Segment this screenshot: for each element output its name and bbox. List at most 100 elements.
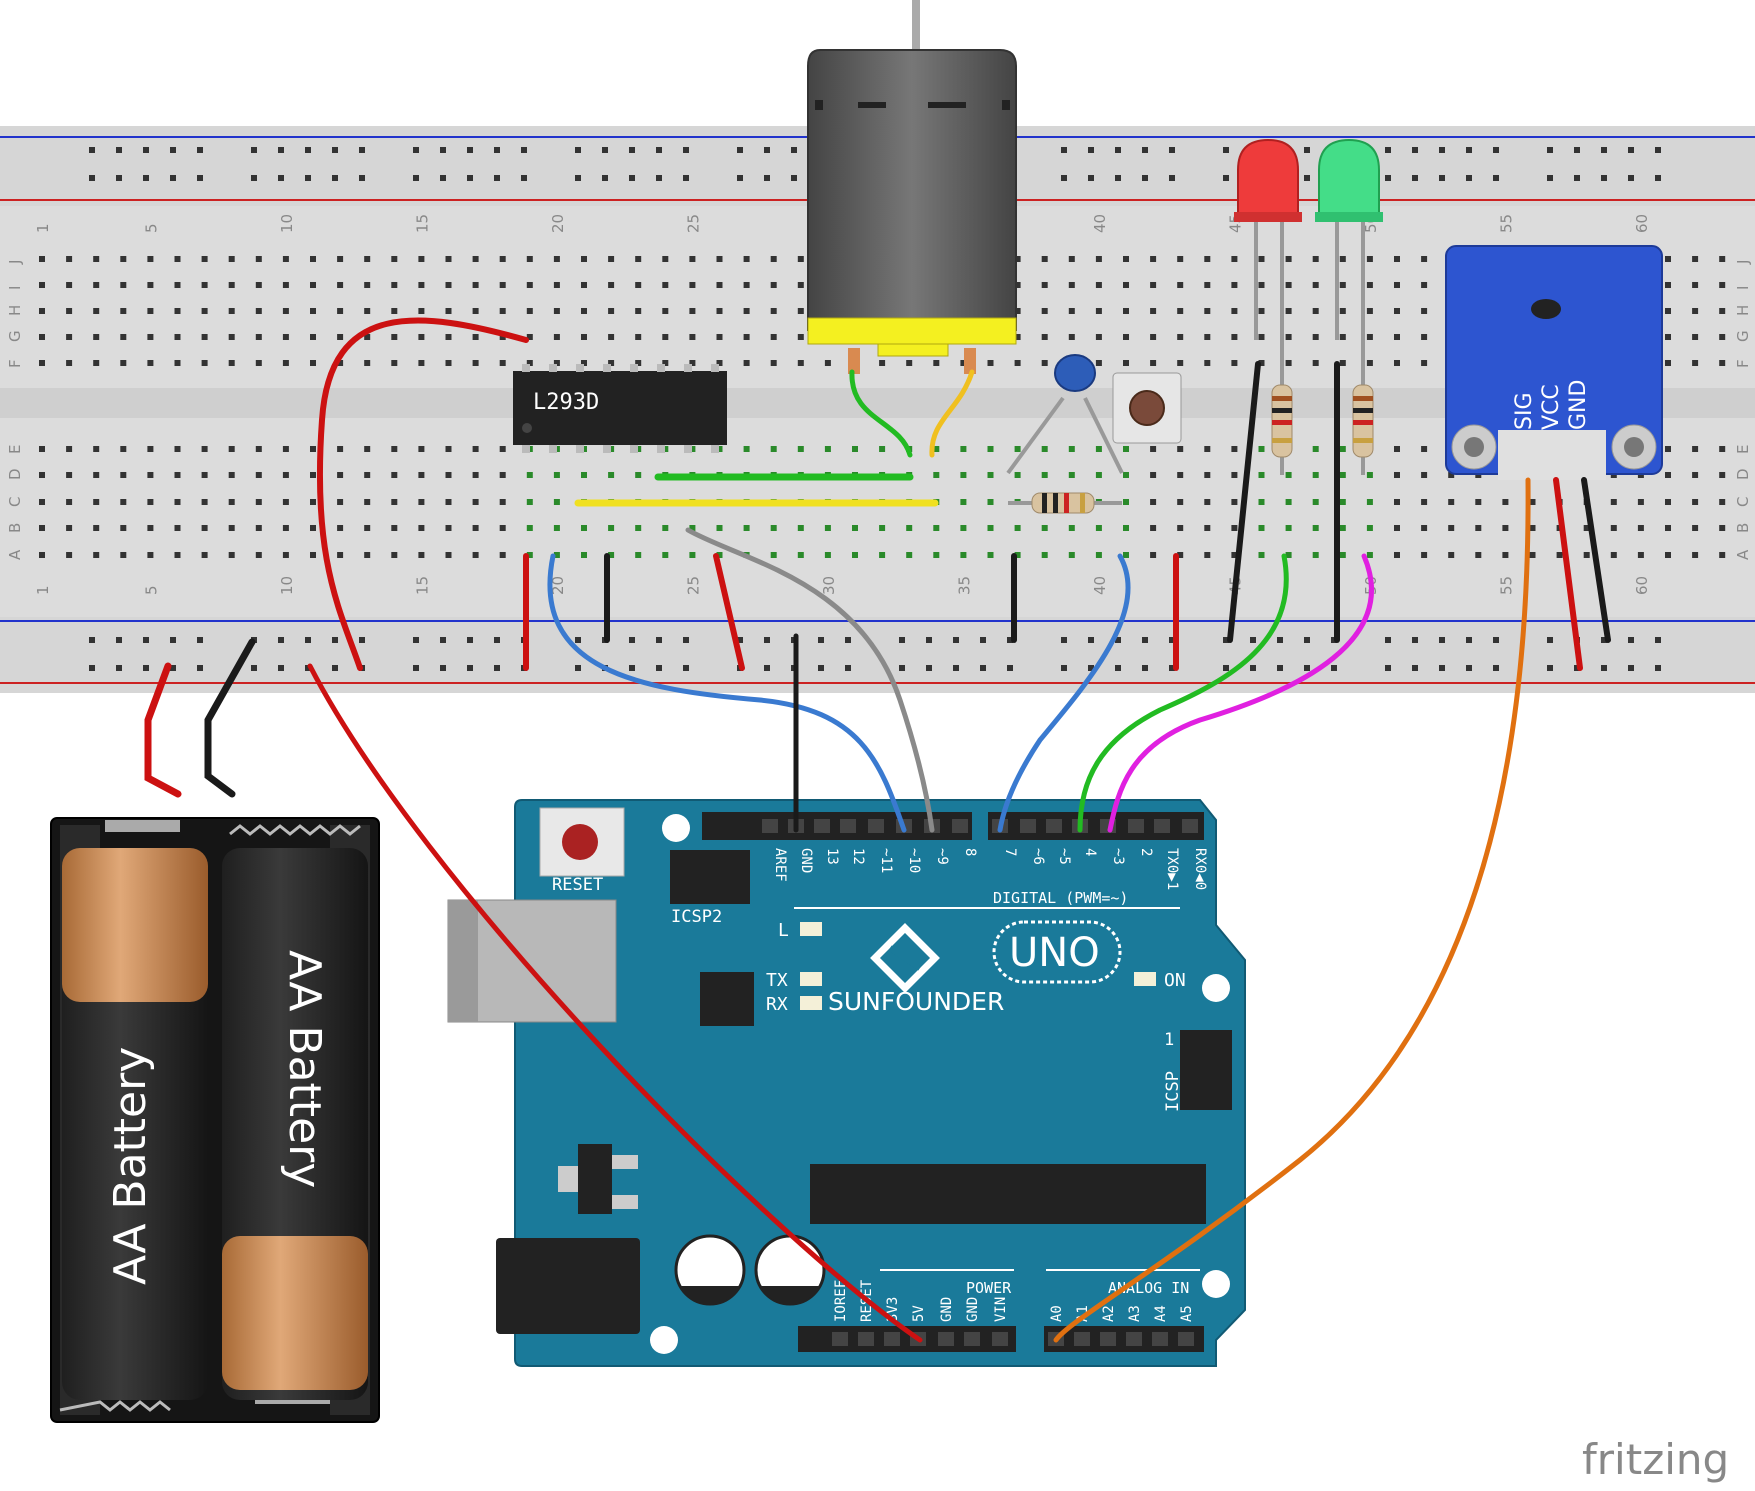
- header-socket[interactable]: [1152, 1332, 1168, 1346]
- header-socket[interactable]: [814, 819, 830, 833]
- resistor-red-led: [1271, 370, 1293, 475]
- breadboard-hole: [93, 360, 100, 366]
- mount-hole: [650, 1326, 678, 1354]
- breadboard-hole: [472, 472, 479, 478]
- breadboard-hole: [581, 308, 587, 314]
- column-label: 30: [820, 576, 838, 595]
- breadboard-hole: [1421, 360, 1428, 366]
- rail-hole: [1169, 665, 1175, 671]
- chip-pin: [522, 364, 530, 372]
- breadboard-hole: [662, 552, 669, 558]
- digital-pin-label: 2: [1138, 848, 1154, 856]
- rail-hole: [1223, 147, 1229, 153]
- rail-hole: [305, 665, 311, 671]
- breadboard-hole: [1258, 308, 1265, 314]
- header-socket[interactable]: [952, 819, 968, 833]
- breadboard-hole: [499, 308, 506, 314]
- breadboard-hole: [66, 334, 73, 340]
- breadboard-hole: [1258, 256, 1265, 262]
- reset-button-cap[interactable]: [562, 824, 598, 860]
- breadboard-hole: [1312, 446, 1319, 452]
- breadboard-hole: [93, 552, 100, 558]
- header-socket[interactable]: [964, 1332, 980, 1346]
- column-label: 60: [1633, 576, 1651, 595]
- breadboard-hole: [1095, 446, 1102, 452]
- breadboard-hole: [1068, 525, 1075, 531]
- header-socket[interactable]: [1128, 819, 1144, 833]
- breadboard-hole: [1014, 256, 1021, 262]
- reset-button[interactable]: [539, 807, 625, 877]
- rail-hole: [1655, 665, 1661, 671]
- header-socket[interactable]: [858, 1332, 874, 1346]
- breadboard-hole: [1339, 552, 1346, 558]
- rail-hole: [764, 637, 770, 643]
- breadboard-hole: [1366, 308, 1373, 314]
- breadboard-hole: [553, 525, 560, 531]
- rail-hole: [278, 175, 284, 181]
- header-socket[interactable]: [992, 1332, 1008, 1346]
- header-socket[interactable]: [868, 819, 884, 833]
- breadboard-hole: [255, 282, 262, 288]
- breadboard-hole: [553, 552, 560, 558]
- breadboard-hole: [391, 499, 398, 505]
- header-socket[interactable]: [1126, 1332, 1142, 1346]
- breadboard-hole: [1421, 256, 1428, 262]
- header-socket[interactable]: [832, 1332, 848, 1346]
- rail-hole: [1412, 175, 1418, 181]
- breadboard-hole: [526, 552, 533, 558]
- rail-hole: [926, 665, 932, 671]
- breadboard-hole: [797, 552, 804, 558]
- breadboard-hole: [1095, 334, 1102, 340]
- breadboard-hole: [282, 334, 289, 340]
- breadboard-hole: [1123, 308, 1129, 314]
- mount-hole: [1202, 974, 1230, 1002]
- breadboard-hole: [120, 499, 127, 505]
- rail-hole: [1007, 665, 1013, 671]
- breadboard-hole: [66, 308, 73, 314]
- rail-hole: [494, 175, 500, 181]
- header-socket[interactable]: [1100, 1332, 1116, 1346]
- breadboard-hole: [445, 499, 452, 505]
- breadboard-hole: [608, 334, 615, 340]
- breadboard-hole: [418, 552, 425, 558]
- breadboard-hole: [310, 334, 316, 340]
- rail-hole: [1088, 175, 1094, 181]
- mount-hole: [1202, 1270, 1230, 1298]
- header-socket[interactable]: [1154, 819, 1170, 833]
- rail-hole: [1277, 637, 1283, 643]
- breadboard-hole: [147, 446, 154, 452]
- rail-hole: [980, 637, 986, 643]
- breadboard-hole: [1123, 446, 1129, 452]
- breadboard-hole: [1448, 499, 1455, 505]
- module-pin-gnd: GND: [1566, 380, 1591, 430]
- header-socket[interactable]: [884, 1332, 900, 1346]
- breadboard-hole: [1258, 334, 1265, 340]
- breadboard-hole: [879, 360, 886, 366]
- header-socket[interactable]: [762, 819, 778, 833]
- header-socket[interactable]: [1178, 1332, 1194, 1346]
- breadboard-hole: [824, 360, 831, 366]
- rail-hole: [494, 637, 500, 643]
- chip-label: L293D: [533, 390, 599, 415]
- row-label: C: [6, 497, 24, 507]
- breadboard-hole: [39, 525, 45, 531]
- breadboard-hole: [960, 525, 967, 531]
- breadboard-hole: [1312, 552, 1319, 558]
- breadboard-hole: [960, 499, 967, 505]
- breadboard-hole: [1068, 308, 1075, 314]
- led-l-label: L: [778, 920, 789, 941]
- column-label: 5: [142, 223, 160, 233]
- breadboard-hole: [1421, 499, 1428, 505]
- breadboard-hole: [499, 256, 506, 262]
- header-socket[interactable]: [1020, 819, 1036, 833]
- header-socket[interactable]: [938, 1332, 954, 1346]
- breadboard-hole: [1041, 552, 1048, 558]
- breadboard-hole: [39, 282, 45, 288]
- rail-hole: [197, 175, 203, 181]
- header-socket[interactable]: [1046, 819, 1062, 833]
- header-socket[interactable]: [840, 819, 856, 833]
- header-socket[interactable]: [1074, 1332, 1090, 1346]
- breadboard-hole: [1150, 282, 1157, 288]
- breadboard-hole: [1502, 552, 1509, 558]
- header-socket[interactable]: [1182, 819, 1198, 833]
